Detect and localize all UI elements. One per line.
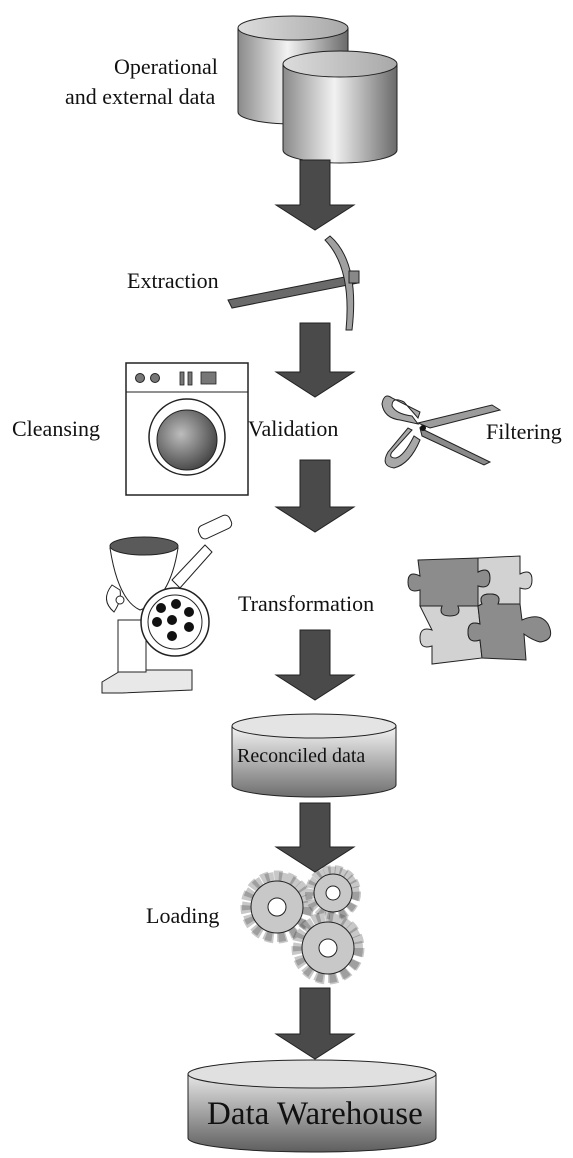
flow-arrows: [274, 159, 356, 1060]
validation-label: Validation: [248, 416, 339, 441]
reconciled-data-label: Reconciled data: [237, 745, 366, 767]
transformation-label: Transformation: [238, 591, 375, 616]
washing-machine-icon: [125, 362, 249, 496]
pickaxe-icon: [227, 235, 360, 331]
filtering-label: Filtering: [486, 419, 562, 444]
loading-label: Loading: [146, 903, 220, 928]
cleansing-label: Cleansing: [12, 416, 100, 441]
scissors-icon: [381, 395, 502, 469]
arrow-down-icon: [274, 459, 356, 533]
meat-grinder-icon: [101, 514, 233, 694]
data-warehouse-label: Data Warehouse: [207, 1096, 423, 1132]
reconciled-database-icon: [231, 713, 397, 798]
arrow-down-icon: [274, 629, 356, 701]
arrow-down-icon: [274, 322, 356, 398]
source-label-line1: Operational: [114, 54, 218, 79]
gears-icon: [240, 865, 365, 985]
arrow-down-icon: [274, 987, 356, 1060]
arrow-down-icon: [274, 802, 356, 873]
source-database-icon: [237, 15, 398, 164]
warehouse-database-icon: [187, 1059, 437, 1153]
source-label-line2: and external data: [65, 84, 216, 109]
arrow-down-icon: [274, 159, 356, 231]
extraction-label: Extraction: [127, 268, 219, 293]
puzzle-icon: [407, 555, 552, 665]
